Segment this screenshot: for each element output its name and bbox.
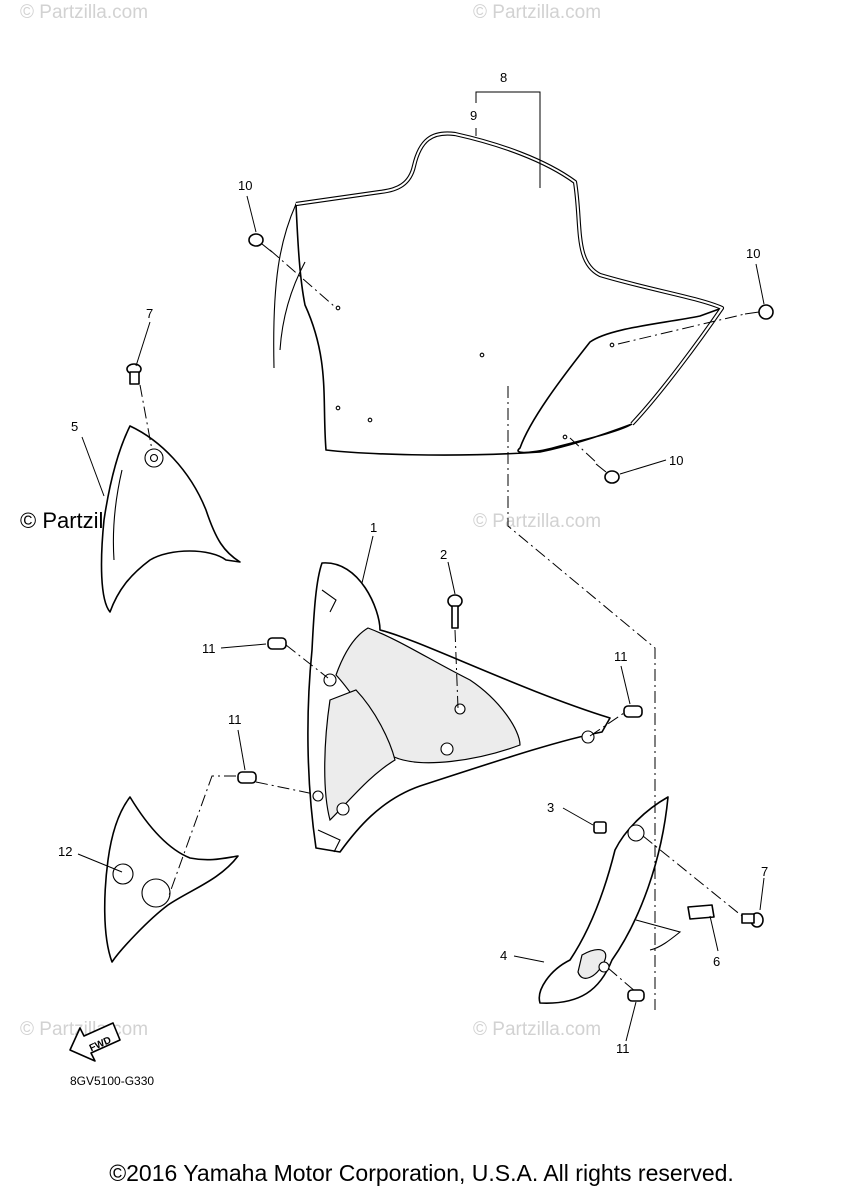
callout-7-upper: 7 — [146, 306, 153, 321]
collar-11-right — [623, 705, 643, 718]
clip-nut-3 — [593, 821, 607, 834]
bracket-6 — [687, 904, 715, 920]
screw-10-right — [744, 304, 774, 320]
assembly-lines — [139, 249, 746, 1010]
callout-10-top-left: 10 — [238, 178, 252, 193]
lower-fairing-part — [103, 796, 239, 963]
callout-8: 8 — [500, 70, 507, 85]
collar-11-left-upper — [267, 637, 287, 650]
callout-numbers: 1 2 3 4 5 6 7 7 8 9 10 10 10 11 11 11 11… — [58, 70, 768, 1056]
collar-11-left-lower — [237, 771, 257, 784]
windshield-part — [273, 132, 723, 456]
callout-3: 3 — [547, 800, 554, 815]
side-cover-right-part — [538, 796, 682, 1004]
callout-11-right: 11 — [614, 649, 628, 664]
copyright-notice: ©2016 Yamaha Motor Corporation, U.S.A. A… — [109, 1160, 734, 1186]
callout-4: 4 — [500, 948, 507, 963]
watermark-top-right: © Partzilla.com — [473, 2, 601, 23]
watermark-top-left: © Partzilla.com — [20, 2, 148, 23]
callout-2: 2 — [440, 547, 447, 562]
callout-11-left-lower: 11 — [228, 712, 242, 727]
callout-12: 12 — [58, 844, 72, 859]
leader-lines — [77, 91, 765, 1042]
callout-10-bottom: 10 — [669, 453, 683, 468]
screw-10-top-left — [248, 233, 273, 253]
callout-1: 1 — [370, 520, 377, 535]
windshield-trim-part — [295, 131, 725, 426]
rivet-7-upper — [126, 363, 142, 385]
callout-6: 6 — [713, 954, 720, 969]
watermark-bottom-right: © Partzilla.com — [473, 1019, 601, 1040]
watermark-mid-right: © Partzilla.com — [473, 511, 601, 532]
front-cowl-part — [307, 562, 611, 853]
side-cover-left-part — [100, 425, 241, 613]
rivet-7-lower — [741, 912, 764, 928]
callout-5: 5 — [71, 419, 78, 434]
callout-11-left-upper: 11 — [202, 641, 216, 656]
callout-9: 9 — [470, 108, 477, 123]
callout-7-lower: 7 — [761, 864, 768, 879]
bolt-2 — [447, 594, 463, 629]
callout-11-bottom: 11 — [616, 1041, 630, 1056]
diagram-code: 8GV5100-G330 — [70, 1074, 154, 1088]
screw-10-bottom — [595, 463, 620, 484]
collar-11-bottom — [627, 989, 645, 1002]
callout-10-right: 10 — [746, 246, 760, 261]
